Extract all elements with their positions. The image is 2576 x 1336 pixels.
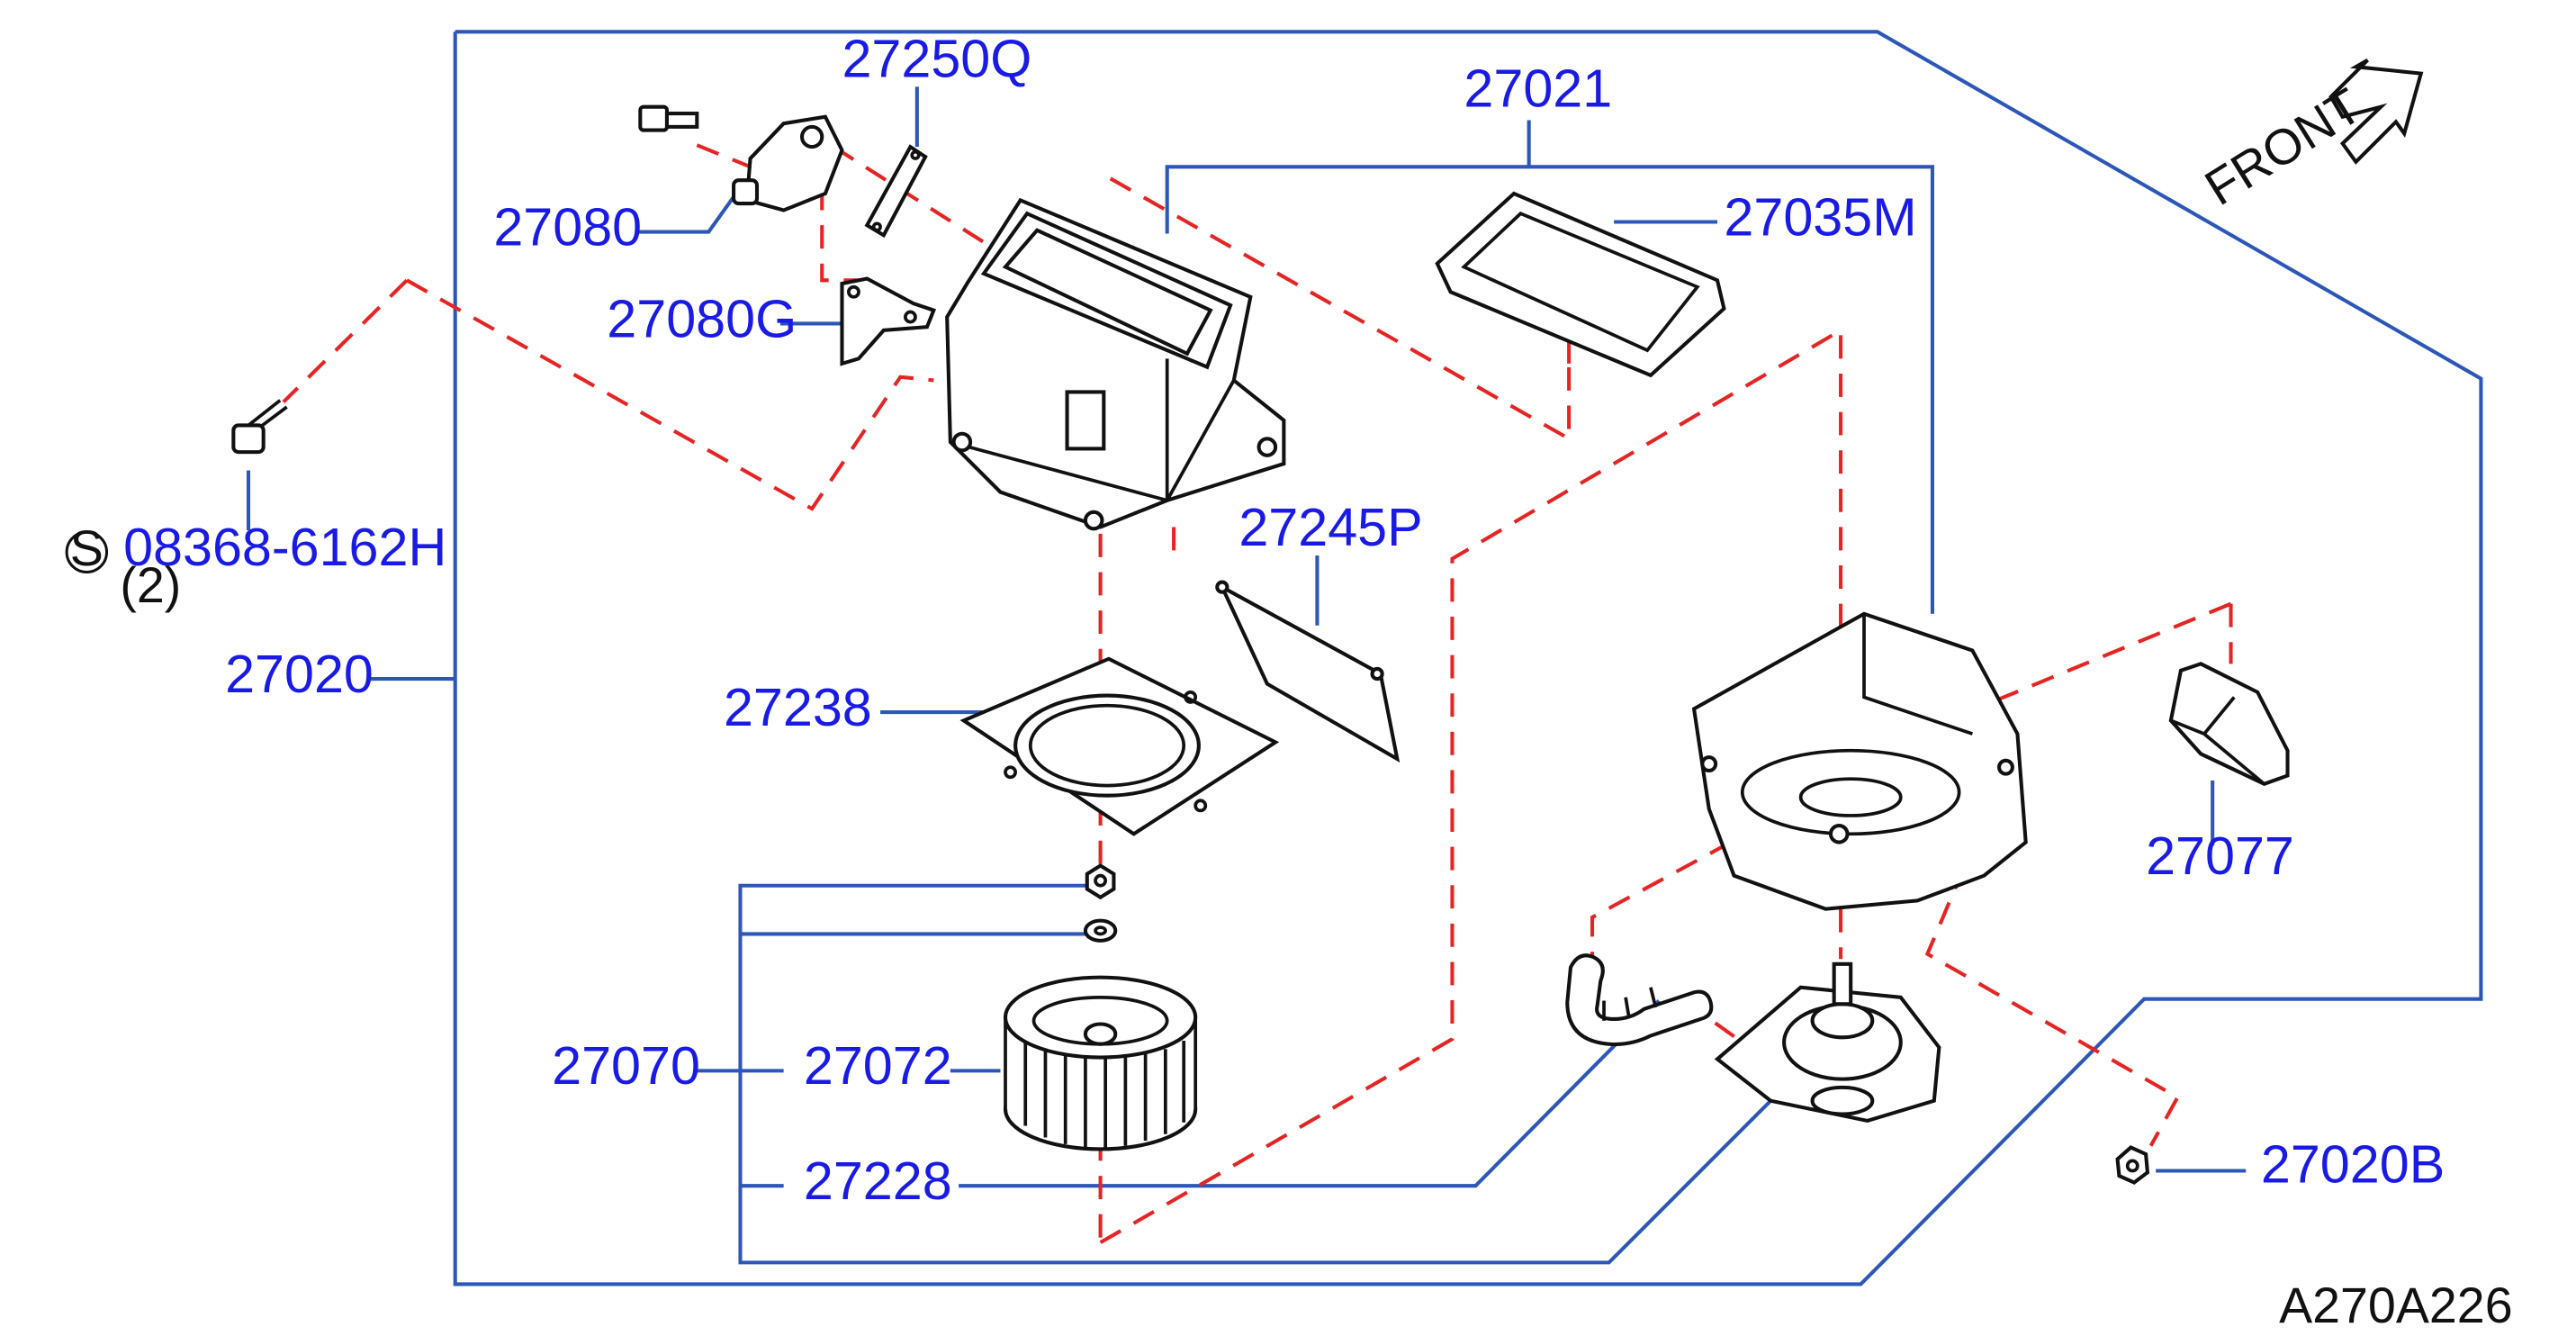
intake-door-actuator-icon — [732, 114, 844, 212]
label-27020: 27020 — [225, 644, 374, 704]
label-27020B: 27020B — [2261, 1133, 2445, 1194]
label-27080G: 27080G — [607, 288, 797, 348]
assembly-boundary — [453, 30, 2483, 1286]
part-labels: 27250Q 27021 27080 27035M 27080G 08368-6… — [123, 28, 2445, 1211]
intake-case-icon — [945, 197, 1286, 531]
door-link-icon — [864, 144, 928, 239]
standard-part-letter: S — [70, 520, 104, 576]
label-27035M: 27035M — [1724, 186, 1916, 247]
label-27070: 27070 — [552, 1035, 700, 1096]
wire-harness-icon — [1565, 953, 1714, 1047]
standard-part-symbol: S — [65, 520, 109, 576]
gasket-icon — [959, 656, 1280, 836]
label-27072: 27072 — [804, 1035, 952, 1096]
nut-icon — [1085, 863, 1116, 900]
blower-motor-icon — [1714, 961, 1941, 1124]
blower-lower-case-icon — [1691, 611, 2028, 911]
leader-lines — [246, 86, 2247, 1265]
drawing-code: A270A226 — [2279, 1277, 2513, 1333]
label-27021: 27021 — [1464, 59, 1612, 119]
blower-fan-icon — [1003, 975, 1198, 1151]
label-27250Q: 27250Q — [842, 28, 1031, 88]
nut-27020b-icon — [2115, 1145, 2150, 1185]
label-27238: 27238 — [724, 677, 872, 737]
label-27245P: 27245P — [1238, 497, 1422, 557]
blower-resistor-icon — [2168, 662, 2290, 786]
quantity-label: (2) — [120, 557, 181, 613]
label-27228: 27228 — [804, 1151, 952, 1211]
door-plate-icon — [1215, 580, 1401, 763]
washer-icon — [1083, 918, 1118, 943]
bracket-icon — [840, 276, 937, 366]
label-08368-6162H: 08368-6162H — [123, 517, 446, 577]
label-27080: 27080 — [493, 196, 642, 257]
screw-icon — [638, 104, 699, 132]
front-arrow-icon — [2328, 59, 2424, 165]
intake-filter-icon — [1435, 191, 1726, 378]
bolt-08368-icon — [231, 399, 288, 455]
label-27077: 27077 — [2146, 826, 2294, 886]
